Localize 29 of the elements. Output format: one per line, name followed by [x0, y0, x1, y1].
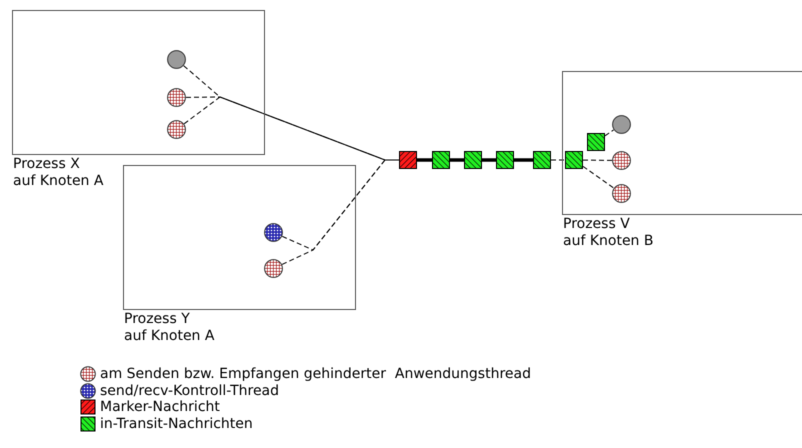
thread-circle [167, 120, 186, 139]
message-square [587, 133, 605, 151]
legend-text: am Senden bzw. Empfangen gehinderter Anwendungsthread [100, 366, 531, 382]
process-label: Prozess V auf Knoten B [563, 216, 654, 250]
message-square [533, 151, 551, 169]
legend-text: Marker-Nachricht [100, 399, 220, 416]
thick-line [514, 158, 533, 162]
thread-circle [612, 184, 631, 203]
thread-circle [167, 50, 186, 69]
message-square [399, 151, 417, 169]
message-square [565, 151, 583, 169]
thread-circle [167, 88, 186, 107]
thread-circle [612, 151, 631, 170]
thread-circle [264, 223, 283, 242]
thick-line [417, 158, 432, 162]
message-square [464, 151, 482, 169]
thick-line [450, 158, 464, 162]
process-label: Prozess X auf Knoten A [13, 156, 104, 190]
thread-circle [264, 259, 283, 278]
dash-dot-line [582, 160, 612, 161]
legend-text: in-Transit-Nachrichten [100, 416, 253, 432]
legend-text: send/recv-Kontroll-Thread [100, 382, 280, 399]
dash-dot-line [604, 129, 614, 136]
thick-line [482, 158, 496, 162]
message-square [432, 151, 450, 169]
thread-circle [612, 115, 631, 134]
dash-dot-line [582, 166, 614, 189]
process-label: Prozess Y auf Knoten A [124, 311, 216, 345]
message-square [496, 151, 514, 169]
